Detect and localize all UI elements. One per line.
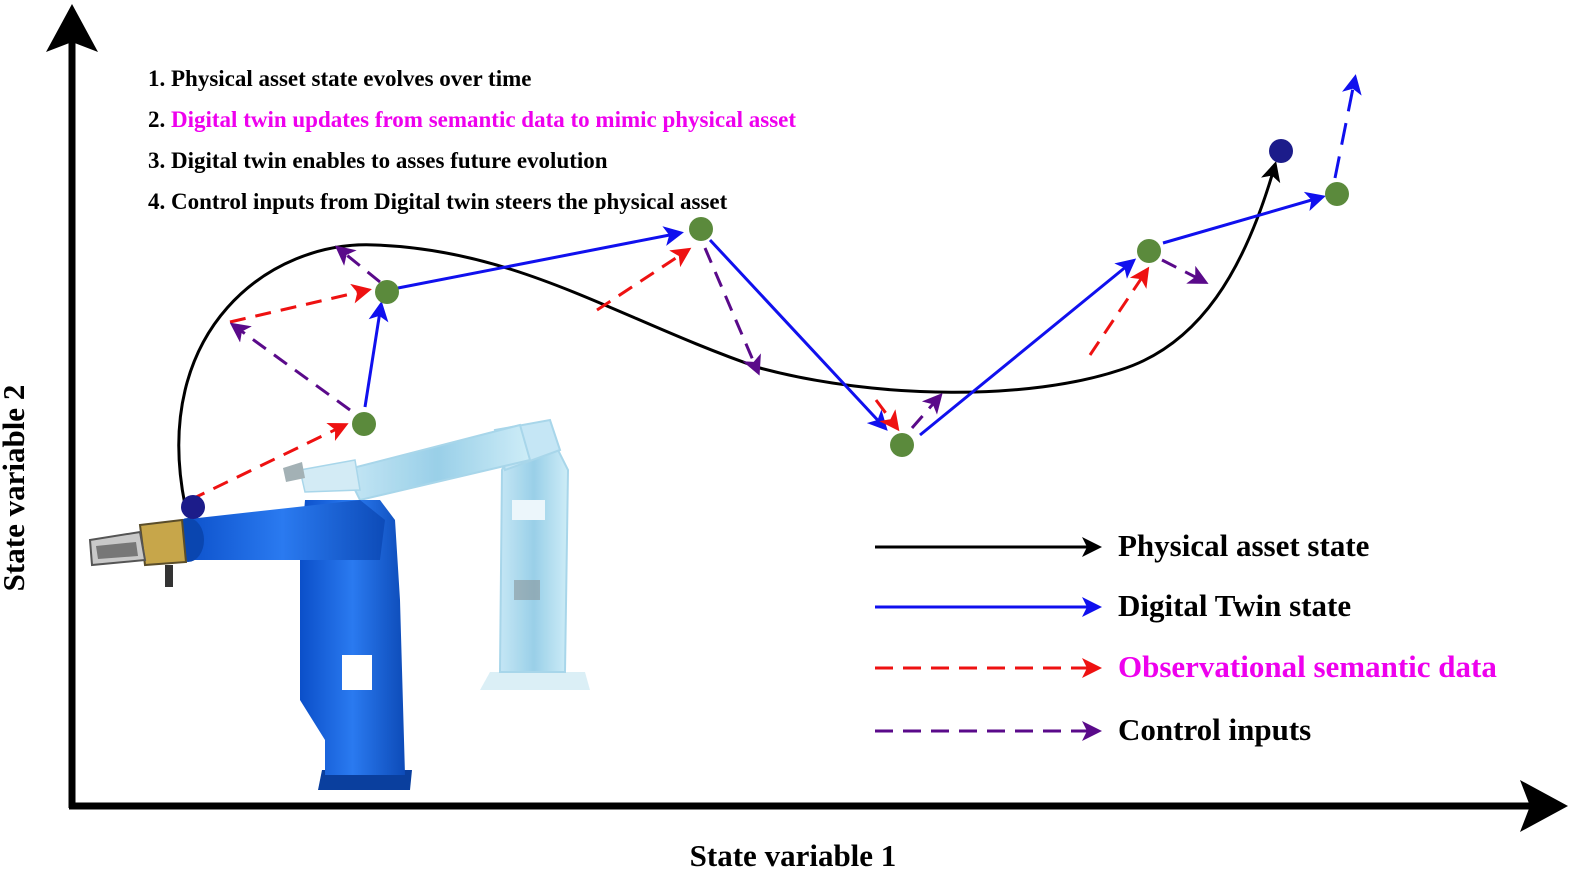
x-axis-arrowhead xyxy=(1520,780,1568,832)
step-1: 1. Physical asset state evolves over tim… xyxy=(148,66,531,91)
y-axis-label: State variable 2 xyxy=(0,385,31,592)
digital-twin-arrows xyxy=(363,74,1362,437)
step-3: 3. Digital twin enables to asses future … xyxy=(148,148,608,173)
control-input-arrows xyxy=(229,245,1209,429)
twin-node xyxy=(352,412,376,436)
legend-control-label: Control inputs xyxy=(1118,712,1311,747)
axes: State variable 1 State variable 2 xyxy=(0,4,1568,873)
physical-start-node xyxy=(181,495,205,519)
step-2-number: 2. xyxy=(148,107,171,132)
twin-robot-icon xyxy=(283,418,590,690)
observational-data-arrows xyxy=(189,247,1150,502)
legend-observational-label: Observational semantic data xyxy=(1118,649,1497,684)
step-2-text: Digital twin updates from semantic data … xyxy=(171,107,796,132)
step-list: 1. Physical asset state evolves over tim… xyxy=(148,66,796,214)
state-nodes xyxy=(181,139,1349,519)
physical-robot-icon xyxy=(88,500,412,790)
step-2: 2. Digital twin updates from semantic da… xyxy=(148,107,796,132)
twin-node xyxy=(1137,239,1161,263)
legend-twin-label: Digital Twin state xyxy=(1118,588,1351,623)
y-axis-arrowhead xyxy=(46,4,98,52)
step-4: 4. Control inputs from Digital twin stee… xyxy=(148,189,728,214)
legend-physical-label: Physical asset state xyxy=(1118,528,1369,563)
x-axis-label: State variable 1 xyxy=(690,838,897,873)
twin-node xyxy=(1325,182,1349,206)
twin-node xyxy=(689,217,713,241)
twin-node xyxy=(890,433,914,457)
physical-end-node xyxy=(1269,139,1293,163)
twin-node xyxy=(375,280,399,304)
legend: Physical asset state Digital Twin state … xyxy=(875,528,1497,747)
physical-asset-trajectory xyxy=(177,161,1281,506)
